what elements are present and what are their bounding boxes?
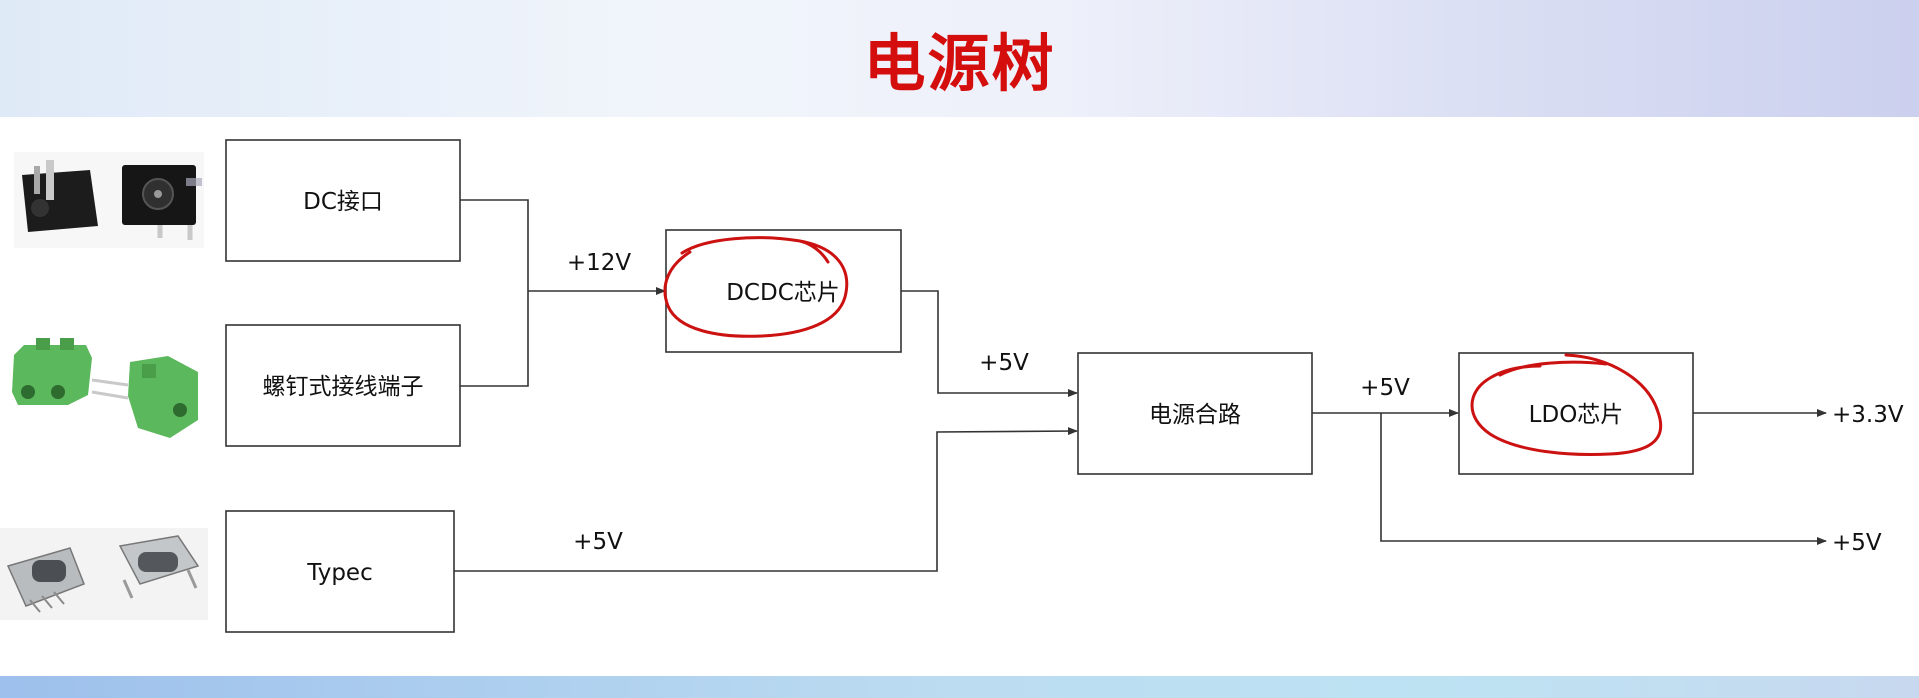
ldo-label: LDO芯片 bbox=[1529, 402, 1624, 428]
dcdc-out-wire bbox=[901, 290, 1078, 397]
rail-v5-typec-label: +5V bbox=[573, 529, 623, 555]
v5-out-wire bbox=[1380, 413, 1827, 545]
screw-terminal-photo bbox=[12, 338, 198, 438]
typec-wire bbox=[454, 427, 1078, 572]
input-merge-wire bbox=[460, 199, 529, 387]
title-banner bbox=[0, 0, 1919, 117]
rail-v5-out-label: +5V bbox=[1832, 530, 1882, 556]
typec-label: Typec bbox=[306, 560, 372, 586]
dc-jack-photo bbox=[14, 152, 204, 248]
rail-v5-dcdc-label: +5V bbox=[979, 350, 1029, 376]
power-merge-label: 电源合路 bbox=[1149, 402, 1241, 428]
screw-terminal-block bbox=[225, 324, 461, 447]
typec-connector-photo bbox=[0, 528, 208, 620]
rail-v33-out-label: +3.3V bbox=[1832, 402, 1904, 428]
power-merge-block bbox=[1077, 352, 1313, 475]
dcdc-annotation-circle bbox=[663, 236, 849, 338]
slide-title: 电源树 bbox=[863, 27, 1056, 100]
ldo-annotation-circle bbox=[1470, 353, 1663, 456]
footer-bar bbox=[0, 676, 1919, 698]
screw-terminal-label: 螺钉式接线端子 bbox=[263, 374, 424, 400]
dcdc-label: DCDC芯片 bbox=[726, 280, 840, 306]
rail-v5-merge-label: +5V bbox=[1360, 375, 1410, 401]
rail-v12-label: +12V bbox=[567, 250, 632, 276]
dc-jack-label: DC接口 bbox=[303, 189, 383, 215]
